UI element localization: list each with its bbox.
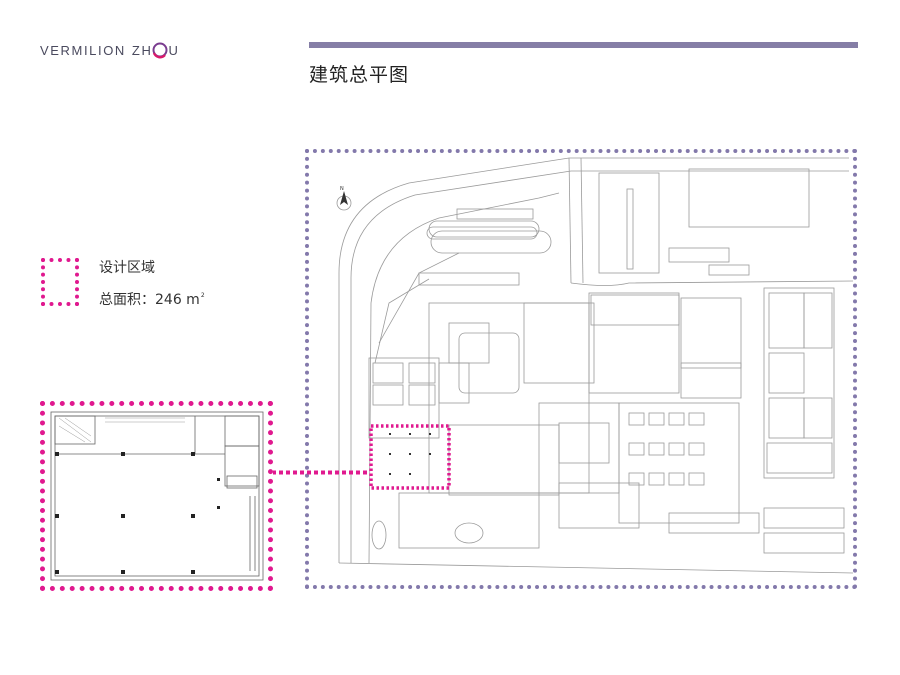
logo-text-u: U <box>168 42 180 58</box>
brand-logo: VERMILION ZH U <box>40 40 179 60</box>
legend-design-area-swatch <box>41 258 79 306</box>
site-plan-drawing: N <box>336 157 853 574</box>
logo-text-prefix: VERMILION <box>40 42 126 58</box>
zoom-connector-line <box>272 470 370 475</box>
floor-plan-columns <box>55 452 220 574</box>
site-plan-frame <box>305 149 857 589</box>
page-title: 建筑总平图 <box>309 64 410 86</box>
design-area-highlight <box>369 424 451 490</box>
logo-text-zh: ZH <box>131 42 153 58</box>
north-arrow-icon <box>340 191 348 205</box>
legend-total-area-value: 总面积：246 m <box>99 292 200 308</box>
north-label: N <box>340 186 344 192</box>
design-area-floor-plan <box>40 401 273 591</box>
legend-total-area: 总面积：246 m2 <box>99 289 205 309</box>
header-accent-bar <box>309 42 858 48</box>
floor-plan-drawing <box>50 411 264 581</box>
design-area-columns <box>389 433 431 475</box>
legend-area-unit-superscript: 2 <box>200 292 205 299</box>
legend-design-area-label: 设计区域 <box>99 260 155 276</box>
logo-ring-icon <box>152 42 168 59</box>
